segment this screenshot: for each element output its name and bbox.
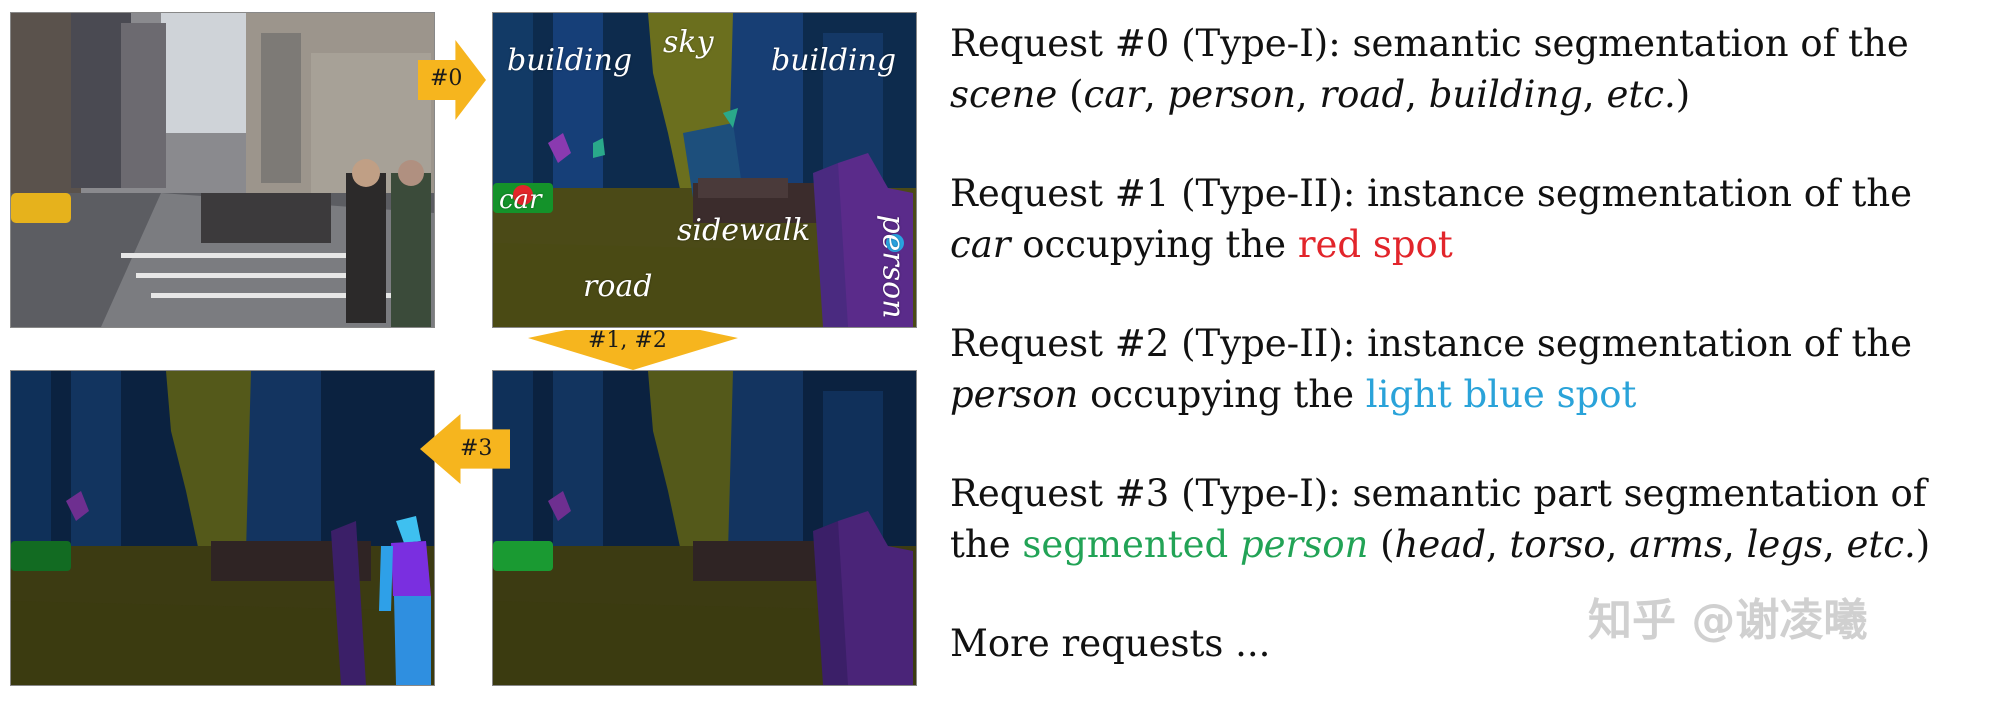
street-photo-graphic — [11, 13, 434, 327]
label-sidewalk: sidewalk — [677, 213, 811, 248]
word-arms: arms — [1629, 523, 1724, 566]
part-segmentation-panel — [10, 370, 435, 686]
instance-segmentation-graphic — [493, 371, 916, 685]
text-fragment: occupying the — [1010, 223, 1298, 266]
label-car: car — [499, 185, 542, 215]
semantic-segmentation-panel: building sky building car sidewalk road … — [492, 12, 917, 328]
text-fragment: , — [1486, 523, 1510, 566]
text-fragment: , — [1582, 73, 1607, 116]
arrow-request-1-2-label: #1, #2 — [588, 328, 667, 353]
segmented-person-text: person — [1239, 523, 1369, 566]
word-person: person — [950, 373, 1079, 416]
semantic-segmentation-graphic — [493, 13, 916, 327]
word-road: road — [1319, 73, 1406, 116]
request-1-line-2: car occupying the red spot — [950, 219, 1990, 270]
word-etc: etc. — [1846, 523, 1916, 566]
request-2-line-1: Request #2 (Type-II): instance segmentat… — [950, 322, 1913, 365]
word-building: building — [1428, 73, 1583, 116]
segmented-text: segmented — [1022, 523, 1240, 566]
arrow-request-3-label: #3 — [460, 436, 493, 461]
text-fragment: , — [1144, 73, 1168, 116]
more-requests-line: More requests ... — [950, 622, 1271, 665]
request-3: Request #3 (Type-I): semantic part segme… — [950, 468, 1990, 570]
light-blue-spot-text: light blue spot — [1365, 373, 1637, 416]
text-fragment: ( — [1368, 523, 1395, 566]
request-3-line-1: Request #3 (Type-I): semantic part segme… — [950, 472, 1927, 515]
request-0-line-1: Request #0 (Type-I): semantic segmentati… — [950, 22, 1909, 65]
arrow-request-0-label: #0 — [430, 66, 463, 91]
request-2: Request #2 (Type-II): instance segmentat… — [950, 318, 1990, 420]
request-3-line-2: the segmented person (head, torso, arms,… — [950, 519, 1990, 570]
label-sky: sky — [663, 25, 714, 60]
more-requests: More requests ... — [950, 618, 1990, 669]
street-photo — [10, 12, 435, 328]
text-fragment: , — [1723, 523, 1747, 566]
request-1-line-1: Request #1 (Type-II): instance segmentat… — [950, 172, 1913, 215]
label-building-left: building — [507, 43, 633, 78]
word-car: car — [1083, 73, 1145, 116]
watermark-text: 知乎 @谢凌曦 — [1588, 595, 1868, 646]
text-fragment: ) — [1675, 73, 1691, 116]
word-etc: etc. — [1606, 73, 1676, 116]
request-2-line-2: person occupying the light blue spot — [950, 369, 1990, 420]
text-fragment: , — [1822, 523, 1847, 566]
red-spot-text: red spot — [1297, 223, 1453, 266]
word-head: head — [1394, 523, 1487, 566]
text-fragment: , — [1605, 523, 1630, 566]
request-0-line-2: scene (car, person, road, building, etc.… — [950, 69, 1990, 120]
request-list: Request #0 (Type-I): semantic segmentati… — [950, 18, 1990, 717]
text-fragment: , — [1405, 73, 1429, 116]
text-fragment: , — [1295, 73, 1320, 116]
request-0: Request #0 (Type-I): semantic segmentati… — [950, 18, 1990, 120]
word-legs: legs — [1746, 523, 1823, 566]
label-building-right: building — [771, 43, 897, 78]
word-scene: scene — [950, 73, 1058, 116]
label-person: person — [875, 214, 911, 319]
label-road: road — [583, 269, 653, 304]
instance-segmentation-panel — [492, 370, 917, 686]
text-fragment: occupying the — [1078, 373, 1366, 416]
request-1: Request #1 (Type-II): instance segmentat… — [950, 168, 1990, 270]
text-fragment: ) — [1915, 523, 1931, 566]
text-fragment: the — [950, 523, 1023, 566]
word-torso: torso — [1509, 523, 1606, 566]
text-fragment: ( — [1057, 73, 1084, 116]
word-person: person — [1167, 73, 1296, 116]
part-segmentation-graphic — [11, 371, 434, 685]
word-car: car — [950, 223, 1011, 266]
